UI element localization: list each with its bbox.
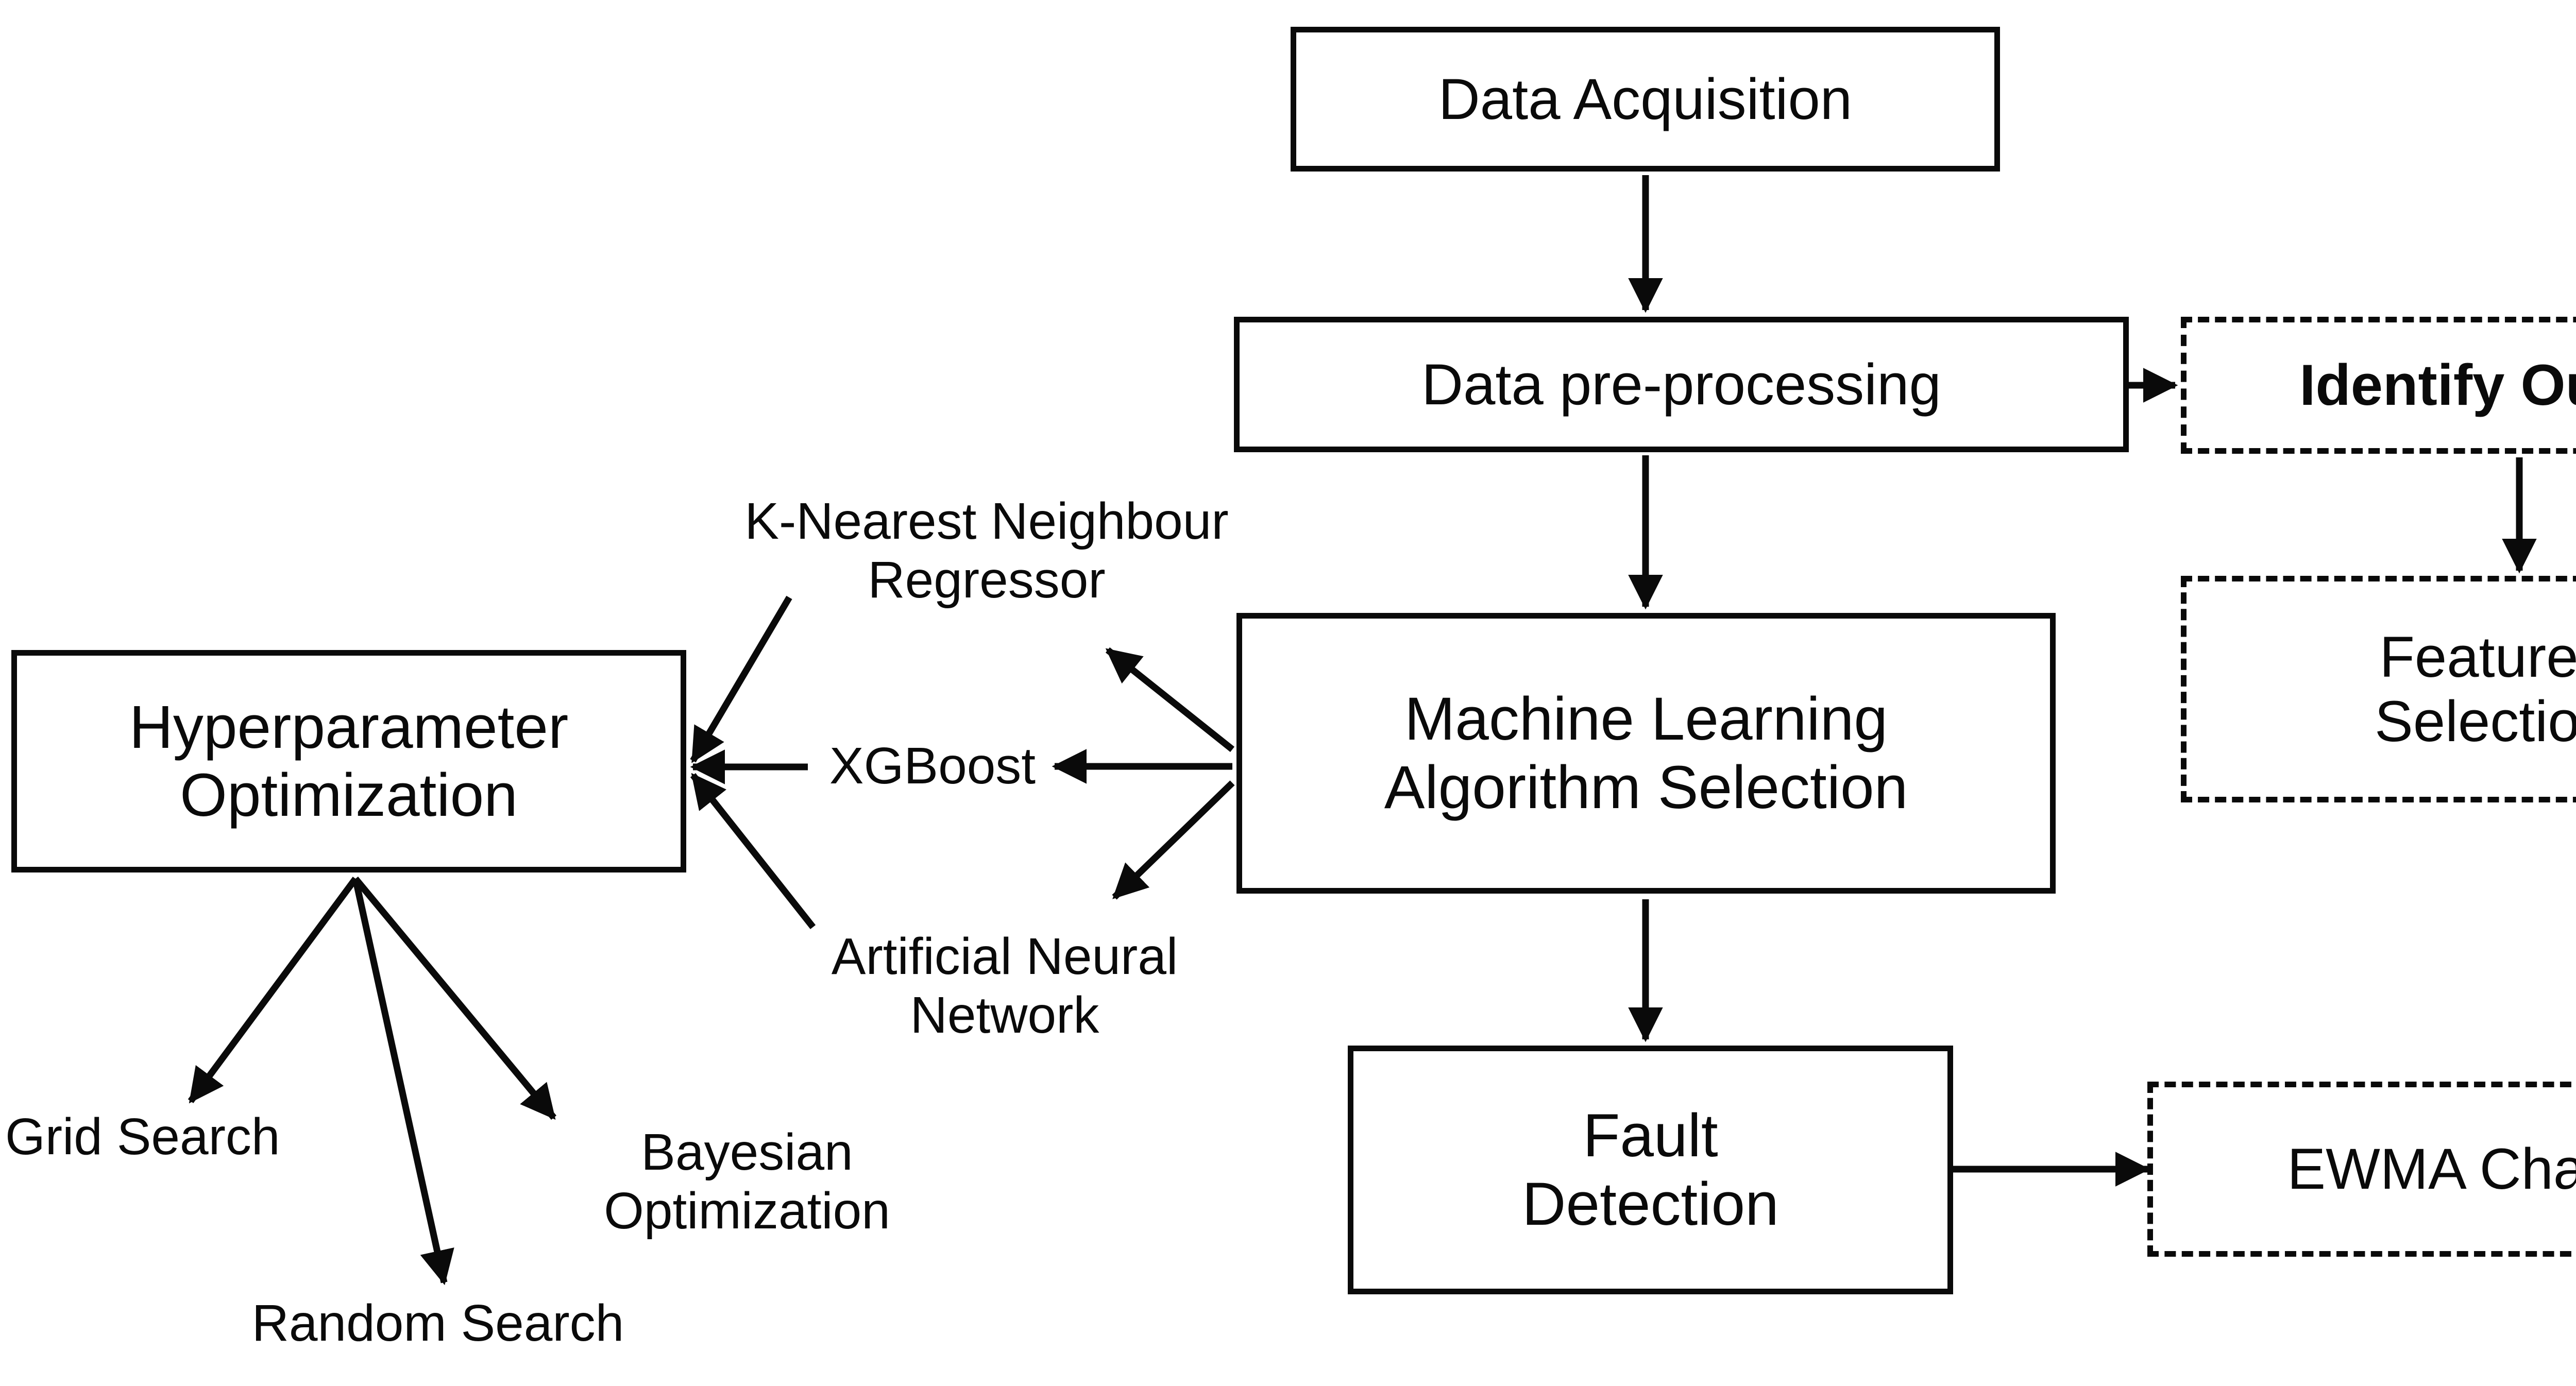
node-features-selection[interactable]: Features Selection — [2181, 576, 2576, 802]
node-data-acquisition[interactable]: Data Acquisition — [1291, 27, 2000, 172]
label-bayesian-optimization: Bayesian Optimization — [604, 1123, 890, 1240]
node-fault-detection[interactable]: Fault Detection — [1348, 1046, 1953, 1294]
node-ewma-chart[interactable]: EWMA Chart — [2147, 1082, 2576, 1257]
label-random-search: Random Search — [251, 1294, 624, 1352]
edge-hyperparameter-to-random-search — [352, 878, 454, 1286]
label-xgboost: XGBoost — [829, 737, 1036, 795]
edge-ml-to-ann — [1112, 780, 1235, 900]
label-artificial-neural-network: Artificial Neural Network — [831, 928, 1178, 1044]
node-machine-learning-algorithm-selection[interactable]: Machine Learning Algorithm Selection — [1236, 613, 2056, 894]
edge-ann-to-hyperparameter — [690, 773, 816, 930]
label-grid-search: Grid Search — [5, 1108, 280, 1166]
node-data-pre-processing[interactable]: Data pre-processing — [1234, 317, 2129, 452]
edge-hyperparameter-to-grid-search — [188, 877, 359, 1104]
edge-ml-to-knn — [1105, 647, 1235, 752]
edge-knn-to-hyperparameter — [690, 595, 792, 763]
label-k-nearest-neighbour-regressor: K-Nearest Neighbour Regressor — [744, 492, 1229, 609]
node-identify-outliers[interactable]: Identify Outliers — [2181, 317, 2576, 454]
node-hyperparameter-optimization[interactable]: Hyperparameter Optimization — [11, 650, 686, 872]
edge-hyperparameter-to-bayesian — [352, 876, 557, 1120]
